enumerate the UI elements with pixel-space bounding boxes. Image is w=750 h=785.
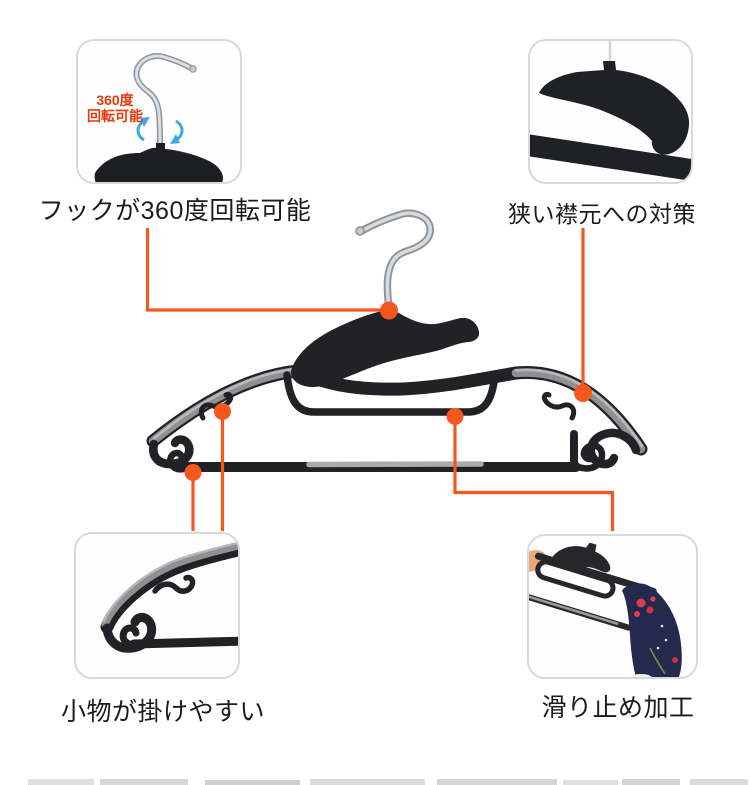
edge-segment <box>622 779 680 785</box>
inset2-shoulder-bar <box>530 134 691 181</box>
metal-hook-graphic <box>355 209 435 318</box>
edge-segment <box>690 779 748 785</box>
inset4-neck-swoosh <box>550 542 611 573</box>
edge-segment <box>563 780 618 785</box>
callout-line-anti-slip <box>453 417 615 531</box>
callout-dot-channel <box>446 408 464 425</box>
right-strap-curl <box>586 428 641 469</box>
edge-segment <box>437 779 557 785</box>
inset-small-items <box>74 532 240 679</box>
caption-small-items: 小物が掛けやすい <box>60 698 265 726</box>
inset-hook-rotation-art <box>94 53 223 182</box>
rotation-arrowhead-top <box>140 117 150 127</box>
hook-wire-highlight <box>360 211 433 316</box>
fabric-dot <box>660 624 664 628</box>
hook-wire-outline <box>358 209 435 318</box>
left-shoulder-pad-highlight <box>152 367 298 440</box>
rotation-badge-line1: 360度 <box>96 92 134 108</box>
left-end-curl <box>167 449 188 473</box>
inset2-neck-swoosh <box>539 61 690 155</box>
inset3-hanger-end <box>100 541 238 653</box>
neck-swoosh <box>290 305 480 388</box>
inset-anti-slip-art <box>529 542 682 677</box>
fabric-stem-print <box>649 647 666 675</box>
inset4-channel-loop <box>535 559 616 599</box>
edge-segment <box>28 779 94 785</box>
rotation-badge-line2: 回転可能 <box>87 108 143 124</box>
right-s-hook <box>541 391 577 421</box>
page-bottom-edge <box>28 779 748 785</box>
draped-garment <box>622 583 682 677</box>
hanger-body-graphic <box>146 364 648 473</box>
inset-small-items-art <box>100 541 238 653</box>
edge-segment <box>100 779 188 785</box>
flower <box>634 611 640 617</box>
garment-fabric <box>622 583 682 677</box>
rotation-arrowhead-bottom <box>170 134 180 144</box>
caption-anti-slip: 滑り止め加工 <box>541 694 695 722</box>
callout-dots <box>184 301 592 481</box>
flower <box>672 657 678 663</box>
edge-segment <box>205 780 300 785</box>
bottom-bar-pad <box>306 461 484 468</box>
flower <box>646 606 654 614</box>
inset-narrow-collar-art <box>530 41 691 181</box>
flower <box>636 598 646 608</box>
inset-narrow-collar <box>528 39 693 184</box>
rotation-badge: 360度 回転可能 <box>80 92 150 124</box>
inset3-shoulder-pad <box>101 542 238 628</box>
callout-dot-right-pad <box>574 384 592 402</box>
inset1-hook-wire-highlight <box>135 54 193 151</box>
fabric-dot <box>656 646 660 650</box>
edge-segment <box>310 779 425 785</box>
caption-narrow-collar: 狭い襟元への対策 <box>508 201 696 227</box>
callout-dot-s-hook <box>214 403 231 420</box>
flower <box>650 596 656 602</box>
caption-hook-rotation: フックが360度回転可能 <box>38 197 312 225</box>
callout-lines <box>145 228 615 531</box>
inset-hook-rotation: 360度 回転可能 <box>76 39 242 184</box>
inset3-s-hook <box>152 574 196 594</box>
fabric-dot <box>664 638 668 642</box>
fabric-hem-highlight <box>630 674 652 677</box>
inset1-hanger-silhouette <box>94 143 223 182</box>
inset3-shoulder-pad-highlight <box>102 541 238 623</box>
inner-channel-bar <box>283 371 499 416</box>
callout-dot-hook-base <box>380 301 398 320</box>
hook-ball-end <box>355 226 365 236</box>
inset1-hook-ball <box>189 65 197 73</box>
inset3-end-curl <box>119 624 140 648</box>
callout-dot-bottom-left <box>184 464 202 481</box>
inset3-bottom-bar <box>129 636 238 649</box>
inset-anti-slip <box>527 534 698 679</box>
callout-line-hook-rotation <box>145 228 389 312</box>
inset4-bottom-bar-pad <box>529 594 619 625</box>
